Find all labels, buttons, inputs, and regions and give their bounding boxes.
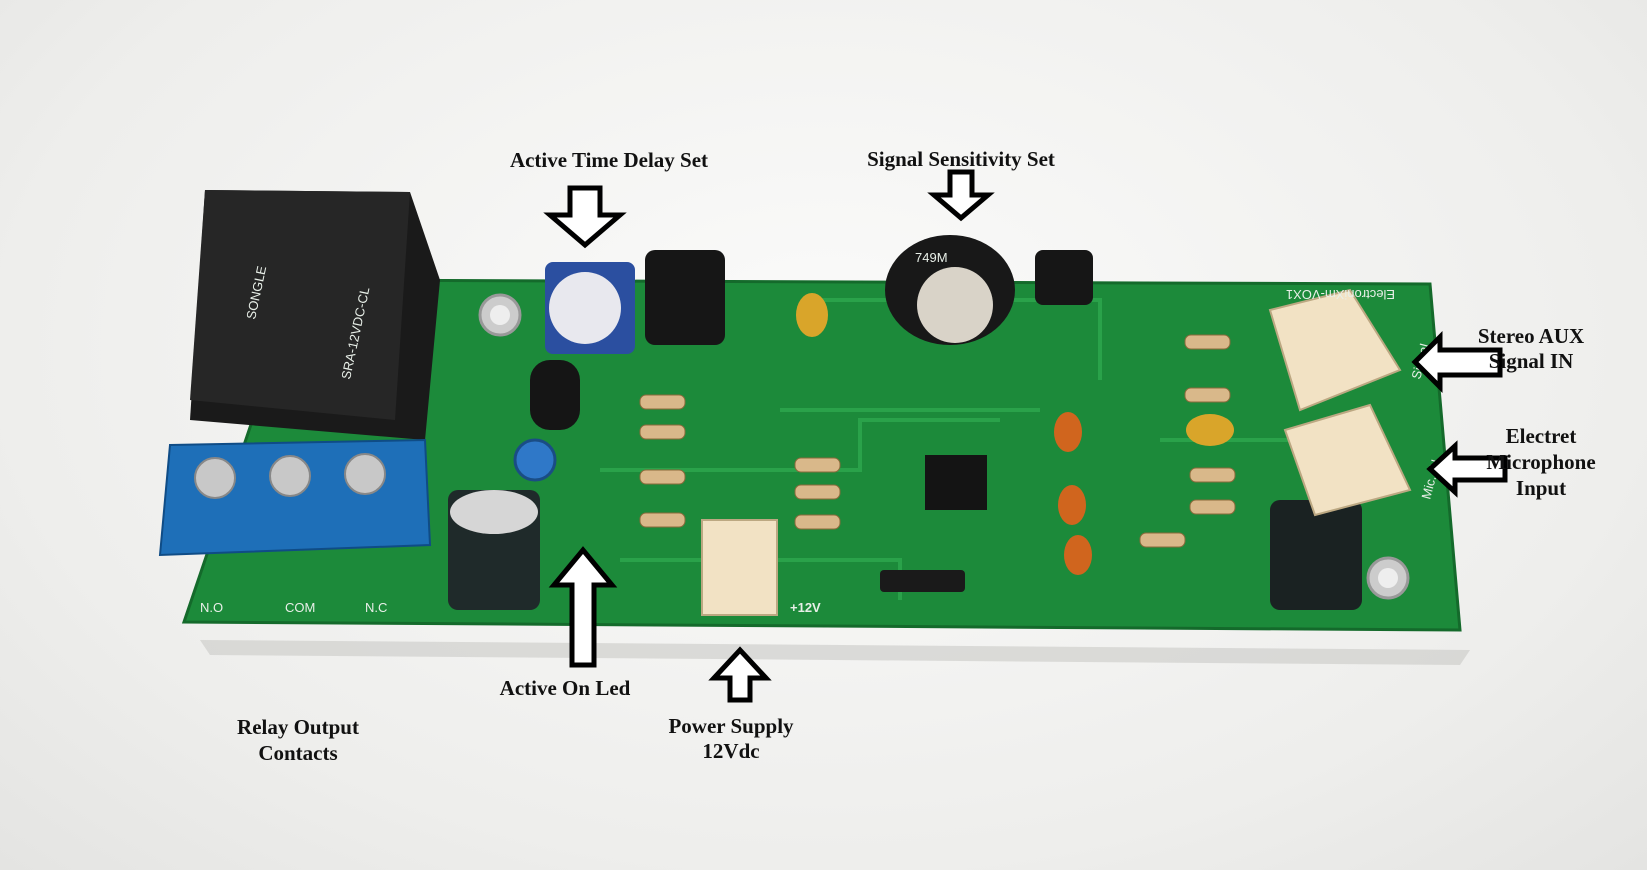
arrow-left-icon — [1411, 330, 1503, 394]
label-led: Active On Led — [500, 676, 631, 700]
label-sensitivity: Signal Sensitivity Set — [867, 147, 1055, 171]
label-power-line1: Power Supply — [668, 714, 794, 738]
ceramic-capacitor — [1058, 485, 1086, 525]
resistor — [1189, 467, 1236, 483]
resistor — [1189, 499, 1236, 515]
label-relay-line2: Contacts — [258, 741, 337, 765]
transistor — [530, 360, 580, 430]
silk-no: N.O — [200, 600, 223, 615]
terminal-screw — [194, 457, 236, 499]
arrow-up-icon — [708, 646, 772, 703]
silk-com: COM — [285, 600, 315, 615]
resistor — [639, 424, 686, 440]
arrow-up-icon — [548, 546, 618, 668]
label-time-delay: Active Time Delay Set — [510, 148, 708, 172]
silk-brand: ElectroniXm-VOX1 — [1286, 287, 1395, 302]
label-aux-line2: Signal IN — [1489, 349, 1574, 373]
ceramic-capacitor — [1064, 535, 1092, 575]
resistor — [794, 514, 841, 530]
terminal-screw — [344, 453, 386, 495]
resistor — [639, 469, 686, 485]
silk-nc: N.C — [365, 600, 387, 615]
label-relay-line1: Relay Output — [237, 715, 359, 739]
arrow-left-icon — [1426, 440, 1508, 498]
capacitor-top — [450, 490, 538, 534]
active-led — [513, 438, 557, 482]
ceramic-capacitors — [796, 293, 1234, 575]
silk-12v: +12V — [790, 600, 821, 615]
pot-label: 749M — [915, 250, 948, 265]
mic-connector — [1283, 403, 1412, 517]
ceramic-capacitor — [1054, 412, 1082, 452]
label-mic-line1: Electret — [1506, 424, 1577, 448]
power-connector — [701, 519, 778, 616]
terminal-screw — [269, 455, 311, 497]
trimmer-knob — [549, 272, 621, 344]
label-aux-line1: Stereo AUX — [1478, 324, 1584, 348]
hole-center — [490, 305, 510, 325]
resistor — [1184, 334, 1231, 350]
capacitor — [1035, 250, 1093, 305]
aux-connector — [1268, 288, 1402, 412]
label-mic-line3: Input — [1516, 476, 1566, 500]
resistor — [639, 394, 686, 410]
resistor — [639, 512, 686, 528]
pot-shaft — [917, 267, 993, 343]
resistor — [794, 484, 841, 500]
label-power-line2: 12Vdc — [702, 739, 759, 763]
board-shadow — [200, 640, 1470, 665]
tantalum-capacitor — [796, 293, 828, 337]
resistors — [639, 334, 1236, 548]
resistor — [1184, 387, 1231, 403]
arrow-down-icon — [543, 185, 627, 249]
relay-face — [190, 190, 410, 420]
resistor — [794, 457, 841, 473]
diode — [880, 570, 965, 592]
tantalum-capacitor — [1186, 414, 1234, 446]
capacitor — [645, 250, 725, 345]
ic-chip — [925, 455, 987, 510]
hole-center — [1378, 568, 1398, 588]
capacitor — [1270, 500, 1362, 610]
resistor — [1139, 532, 1186, 548]
label-mic-line2: Microphone — [1486, 450, 1595, 474]
annotation-arrows — [543, 169, 1508, 703]
terminal-screws — [194, 453, 386, 499]
arrow-down-icon — [927, 169, 995, 222]
